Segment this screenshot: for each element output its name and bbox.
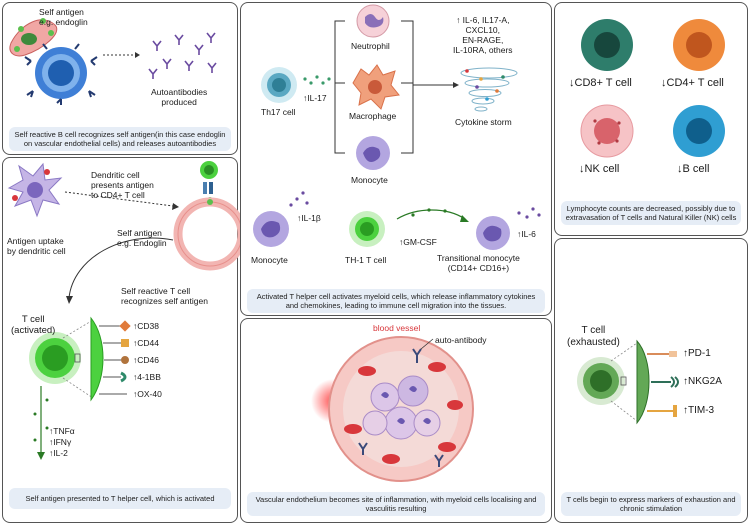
panel-exhausted-t-cell: T cell (exhausted) ↑PD-1 ↑NKG2A ↑TIM-3 T… <box>554 238 748 523</box>
il17-label: ↑IL-17 <box>303 93 327 103</box>
b-cell-icon <box>24 43 98 105</box>
th1-t-cell-icon <box>349 211 385 247</box>
panel1-caption: Self reactive B cell recognizes self ant… <box>9 127 231 151</box>
marker-pd1: ↑PD-1 <box>683 348 711 359</box>
cytokine-list-label: ↑ IL-6, IL17-A, CXCL10, EN-RAGE, IL-10RA… <box>453 15 513 55</box>
transitional-monocyte-label: Transitional monocyte (CD14+ CD16+) <box>437 253 520 273</box>
exhausted-t-cell-icon <box>577 339 650 425</box>
b-cell-label: ↓B cell <box>677 163 710 175</box>
myeloid-activation-illustration <box>253 4 541 250</box>
panel4-caption: Vascular endothelium becomes site of inf… <box>247 492 545 516</box>
panel-vasculitis: blood vessel auto-antibody Vascular endo… <box>240 318 552 523</box>
exhausted-t-cell-illustration <box>577 339 679 425</box>
nk-cell-label: ↓NK cell <box>579 163 620 175</box>
exhausted-t-cell-label: T cell (exhausted) <box>567 325 620 348</box>
cytokine-release-arrow <box>33 386 49 460</box>
panel-b-cell-autoantibodies: Self antigen e.g. endoglin Autoantibodie… <box>2 2 238 155</box>
macrophage-label: Macrophage <box>349 111 397 121</box>
lymphocyte-illustration <box>580 19 725 158</box>
panel3-caption: Activated T helper cell activates myeloi… <box>247 289 545 313</box>
endothelial-cell-icon <box>9 18 58 57</box>
th17-cell-label: Th17 cell <box>261 107 296 117</box>
activated-t-cell-label: T cell (activated) <box>11 314 56 336</box>
cytokine-tnfa: ↑TNFα <box>49 426 75 436</box>
cd8-t-cell-icon <box>581 19 633 71</box>
marker-cd38: ↑CD38 <box>133 321 159 331</box>
dendritic-cell-icon <box>7 162 63 218</box>
antigen-presentation-illustration <box>7 161 247 460</box>
cytokine-ifng: ↑IFNγ <box>49 437 72 447</box>
activation-markers-list: ↑CD38 ↑CD44 ↑CD46 ↑4-1BB ↑OX-40 <box>133 321 162 406</box>
panel5-caption: Lymphocyte counts are decreased, possibl… <box>561 201 741 225</box>
panel6-caption: T cells begin to express markers of exha… <box>561 492 741 516</box>
panel-antigen-presentation: Dendritic cell presents antigen to CD4+ … <box>2 157 247 523</box>
blood-vessel-illustration <box>311 336 474 482</box>
blood-vessel-icon <box>311 336 474 482</box>
cytokine-storm-label: Cytokine storm <box>455 117 512 127</box>
marker-4-1bb: ↑4-1BB <box>133 372 161 382</box>
cytokine-il2: ↑IL-2 <box>49 448 68 458</box>
marker-nkg2a: ↑NKG2A <box>683 376 722 387</box>
gm-csf-label: ↑GM-CSF <box>399 237 437 247</box>
cytokine-storm-icon <box>460 67 518 112</box>
il6-label: ↑IL-6 <box>517 229 536 239</box>
self-antigen-endoglin-label: Self antigen e.g. Endoglin <box>117 228 167 248</box>
neutrophil-icon <box>356 4 390 38</box>
cytokine-list: ↑TNFα ↑IFNγ ↑IL-2 <box>49 426 75 459</box>
antigen-uptake-label: Antigen uptake by dendritic cell <box>7 236 66 256</box>
activation-markers-icon <box>99 320 131 395</box>
marker-ox-40: ↑OX-40 <box>133 389 162 399</box>
transitional-monocyte-icon <box>476 207 541 250</box>
th1-t-cell-label: TH-1 T cell <box>345 255 387 265</box>
monocyte-top-icon <box>356 136 390 170</box>
self-reactive-t-cell-label: Self reactive T cell recognizes self ant… <box>121 286 208 306</box>
auto-antibody-icon <box>358 348 444 467</box>
autoantibodies-icon <box>148 32 217 79</box>
monocyte-bottom-label: Monocyte <box>251 255 288 265</box>
cd8-t-cell-label: ↓CD8+ T cell <box>569 77 632 89</box>
dendritic-cell-label: Dendritic cell presents antigen to CD4+ … <box>91 170 154 200</box>
monocyte-bottom-icon <box>253 191 309 247</box>
il1b-label: ↑IL-1β <box>297 213 321 223</box>
macrophage-icon <box>352 64 400 110</box>
b-cell-icon <box>673 105 725 157</box>
cd4-t-cell-icon <box>673 19 725 71</box>
marker-cd44: ↑CD44 <box>133 338 159 348</box>
exhaustion-markers-icon <box>647 351 679 417</box>
cd4-t-cell-label: ↓CD4+ T cell <box>661 77 724 89</box>
th17-cell-icon <box>261 67 331 103</box>
self-antigen-label: Self antigen e.g. endoglin <box>39 7 88 27</box>
monocyte-top-label: Monocyte <box>351 175 388 185</box>
panel-myeloid-activation: Neutrophil Macrophage Monocyte Th17 cell… <box>240 2 552 316</box>
blood-vessel-label: blood vessel <box>373 323 421 333</box>
autoantibodies-label: Autoantibodies produced <box>151 87 208 107</box>
marker-cd46: ↑CD46 <box>133 355 159 365</box>
auto-antibody-label: auto-antibody <box>435 335 487 345</box>
panel2-caption: Self antigen presented to T helper cell,… <box>9 488 231 509</box>
panel-lymphocyte-counts: ↓CD8+ T cell ↓CD4+ T cell ↓NK cell ↓B ce… <box>554 2 748 236</box>
vessel-ring-icon <box>173 197 247 271</box>
neutrophil-label: Neutrophil <box>351 41 390 51</box>
cd4-t-cell-small-icon <box>200 161 218 203</box>
marker-tim3: ↑TIM-3 <box>683 405 715 416</box>
activated-t-cell-icon <box>29 316 104 402</box>
b-cell-illustration <box>9 18 217 105</box>
nk-cell-icon <box>580 104 634 158</box>
